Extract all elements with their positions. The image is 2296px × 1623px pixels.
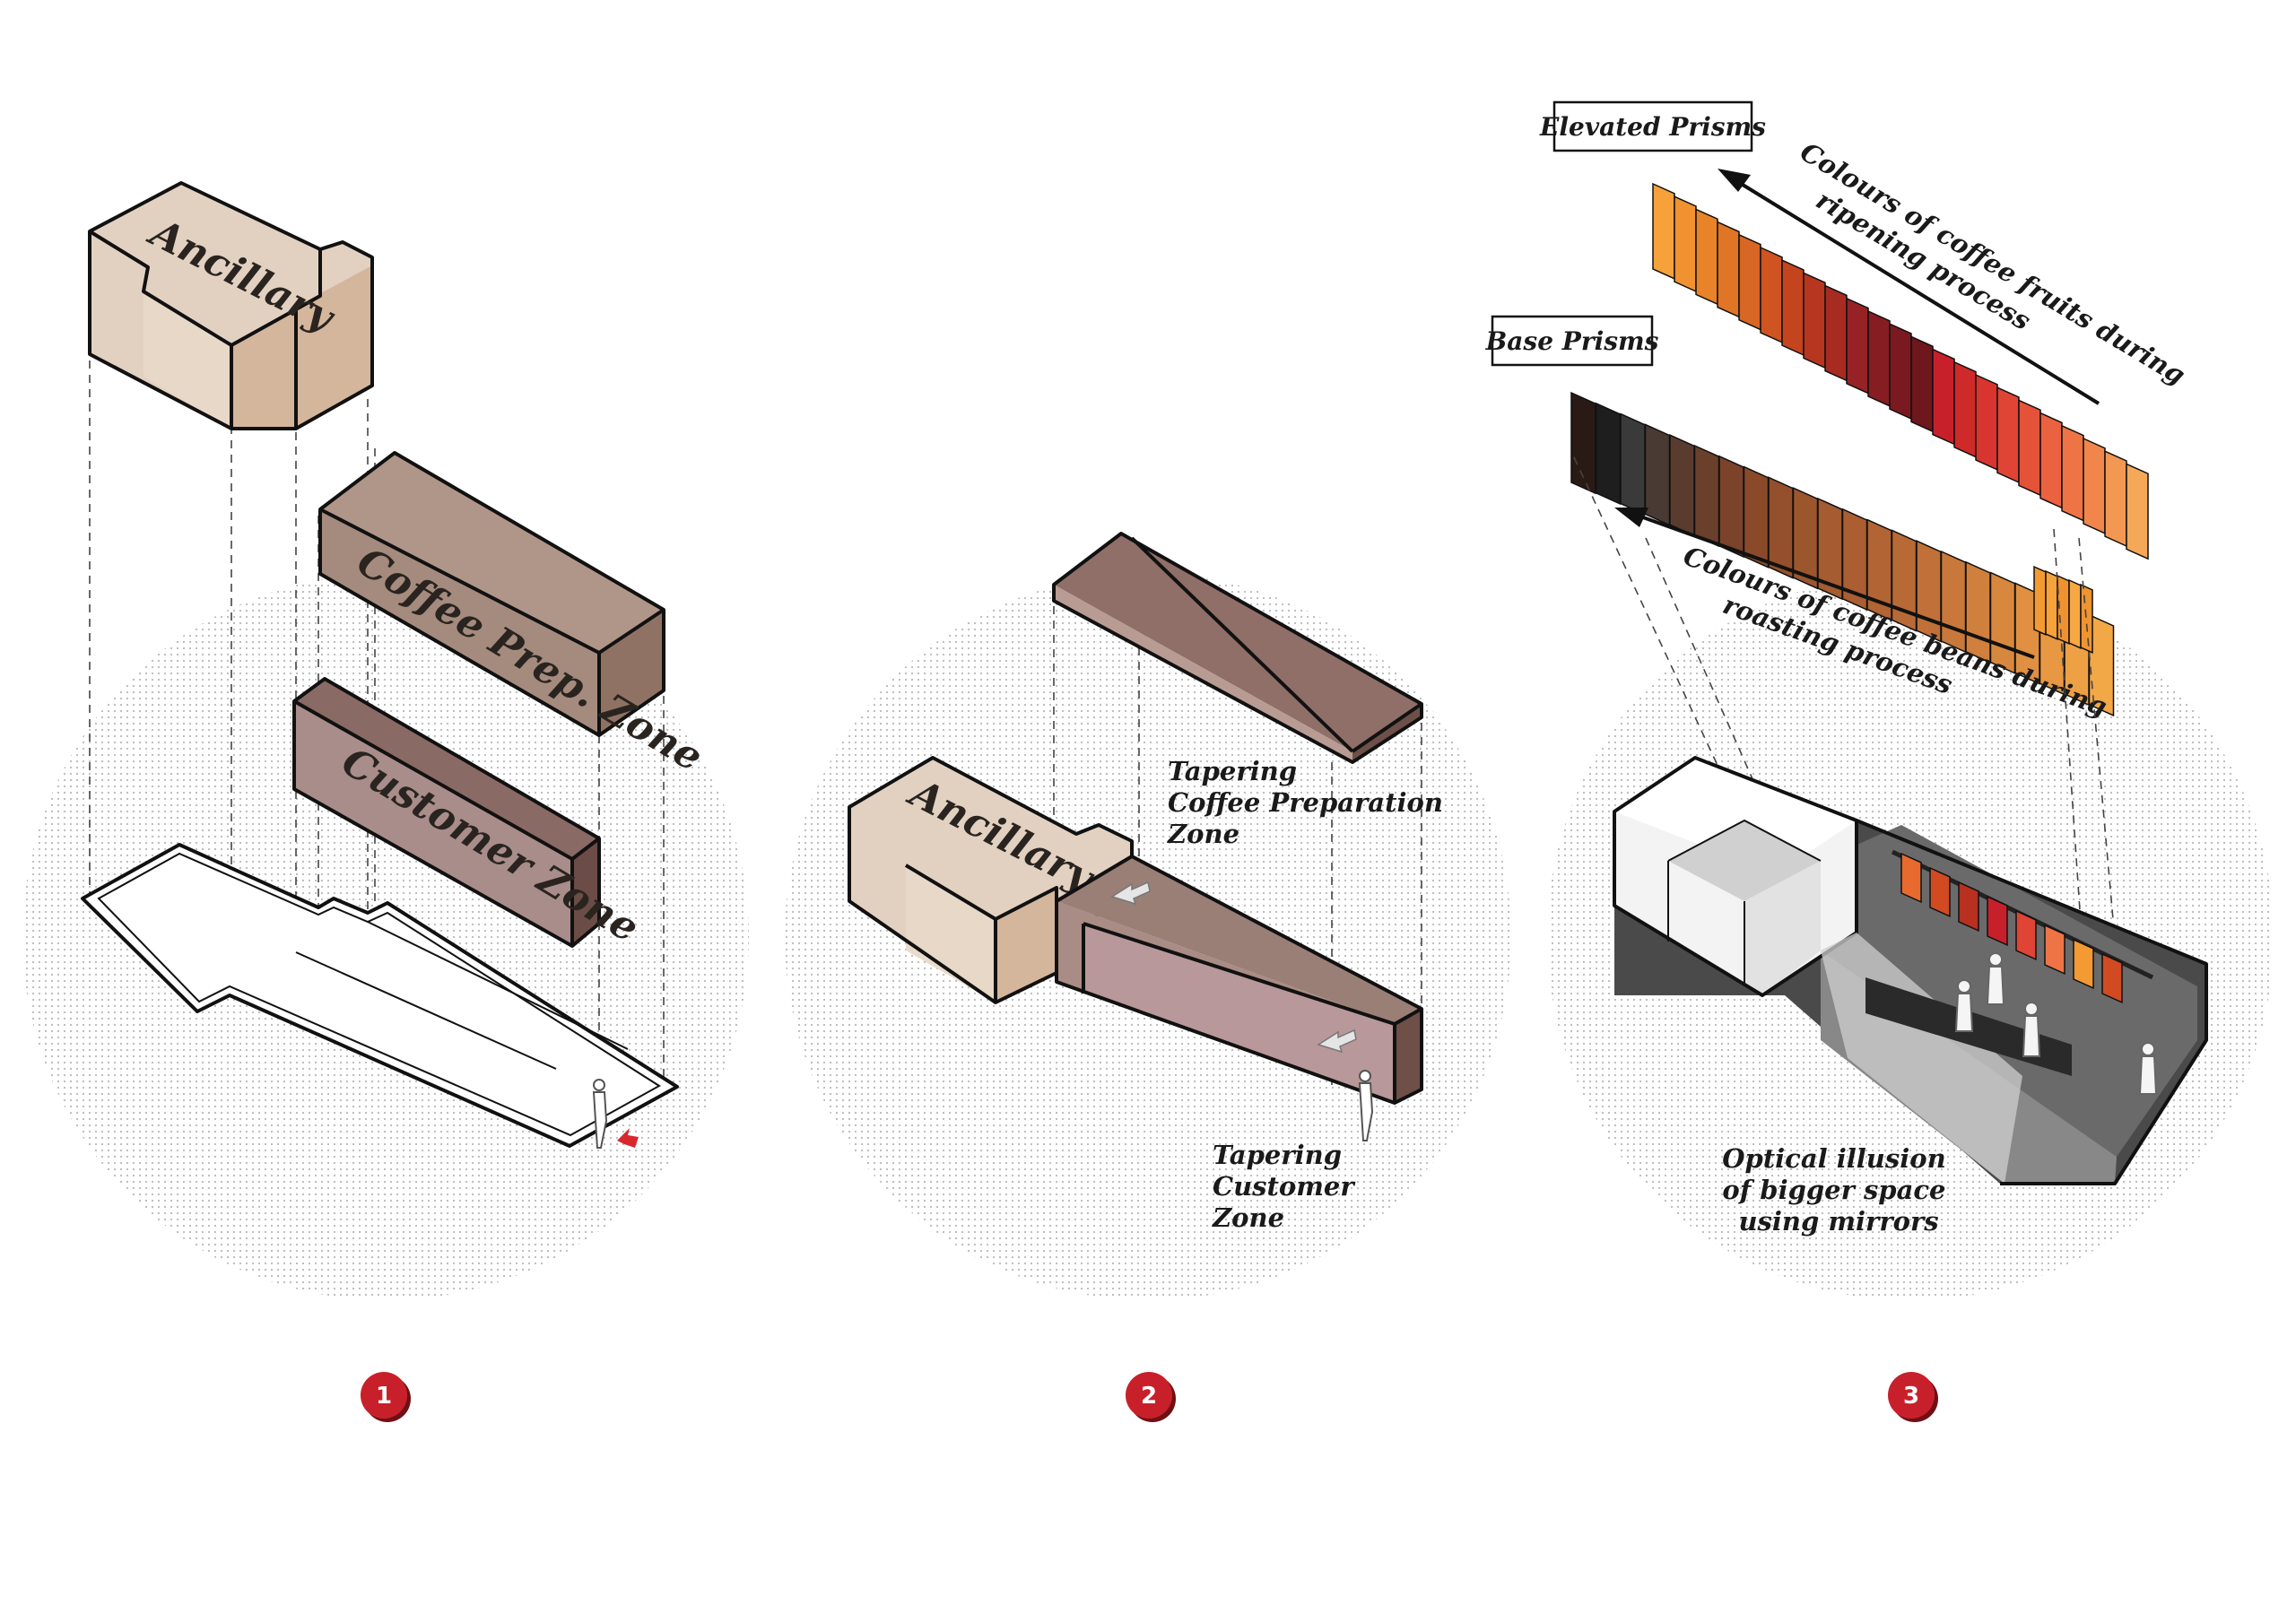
small-prism [2033,565,2047,637]
panel-1: Ancillary Coffee Prep. Zone Customer Zon… [22,181,749,1422]
interior-prism [2101,952,2123,1004]
base-prism [1718,455,1744,559]
elevated-prism [1738,233,1761,331]
panel-3-badge-number: 3 [1903,1383,1919,1410]
elevated-prism [2083,437,2106,534]
small-prism [2045,569,2058,641]
panel-2: Ancillary Tapering Coffee Preparation Zo… [785,532,1511,1422]
elevated-prism [2039,412,2063,509]
elevated-prism [2018,399,2041,497]
elevated-prism [1674,195,1697,293]
elevated-prism [1803,272,1826,369]
small-prism [2080,583,2093,655]
base-prism [1595,402,1622,506]
elevated-prisms-label: Elevated Prisms [1539,112,1766,142]
panel-3: Elevated Prisms Base Prisms Colours of c… [1485,100,2274,1422]
elevated-prisms-strip [1652,182,2149,560]
panel-1-ancillary-volume: Ancillary [88,181,374,430]
panel-1-badge-number: 1 [376,1383,392,1410]
elevated-prism [1910,335,1934,433]
panel-2-customer-note: Tapering Customer Zone [1212,1140,1363,1233]
panel-2-badge-number: 2 [1141,1383,1157,1410]
elevated-prism [1717,221,1740,318]
interior-prism [1929,866,1951,918]
base-prism [1620,412,1646,516]
base-prisms-label-box: Base Prisms [1485,315,1659,367]
elevated-prisms-label-box: Elevated Prisms [1539,100,1766,152]
interior-prism [1987,895,2008,947]
panel-2-prep-arrow-icon [1110,881,1151,906]
small-prism [2068,578,2082,650]
interior-prism [1900,852,1922,904]
panel-2-customer-arrow-icon [1317,1028,1357,1054]
small-prism [2057,574,2070,646]
panel-1-badge: 1 [361,1372,411,1422]
elevated-prism [2126,463,2149,560]
base-prism [2088,613,2115,717]
panel-1-floor-plan [81,843,679,1148]
elevated-prism [1824,284,1848,382]
base-prisms-label: Base Prisms [1485,326,1659,356]
interior-prism [2073,938,2094,990]
base-prism [1743,465,1770,568]
base-prism [1669,434,1695,537]
panel-2-coffee-prep-slab [1052,532,1423,764]
elevated-prism [2104,450,2127,548]
panel-2-badge: 2 [1126,1372,1176,1422]
mirrors-note: Optical illusion of bigger space using m… [1722,1143,1955,1237]
elevated-prism [1996,386,2020,484]
panel-1-human-figure [592,1079,608,1149]
panel-1-entrance-arrow-icon [617,1128,639,1148]
elevated-prism [1846,297,1869,395]
elevated-prism [1760,246,1783,343]
elevated-prism [2061,424,2084,522]
interior-prism-wall [1900,852,2123,1004]
elevated-prism [1695,208,1718,306]
fruits-arrow-icon [1718,169,2100,405]
elevated-prism [1932,348,1955,446]
elevated-prism [1975,373,1998,471]
coffee-shop-interior-axonometric [1613,756,2208,1185]
panel-2-human-figure [1358,1070,1374,1141]
panel-2-customer-volume [1055,855,1423,1105]
interior-human-figures [1954,952,2158,1095]
elevated-prism [1889,323,1912,421]
interior-prism [2044,924,2066,976]
elevated-prism [1953,360,1977,458]
elevated-prism [1781,259,1805,357]
interior-prism [2015,909,2037,961]
base-prism [1570,391,1596,495]
elevated-prism [1867,309,1891,407]
base-prisms-strip [1570,391,2115,717]
base-prism [1693,444,1720,548]
elevated-prism [1652,182,1675,280]
small-orange-prisms [2033,565,2093,655]
panel-3-badge: 3 [1888,1372,1938,1422]
interior-prism [1958,881,1979,933]
base-prism [1644,423,1671,526]
panel-2-coffee-prep-note: Tapering Coffee Preparation Zone [1167,756,1452,849]
beans-arrow-icon [1614,508,2035,659]
